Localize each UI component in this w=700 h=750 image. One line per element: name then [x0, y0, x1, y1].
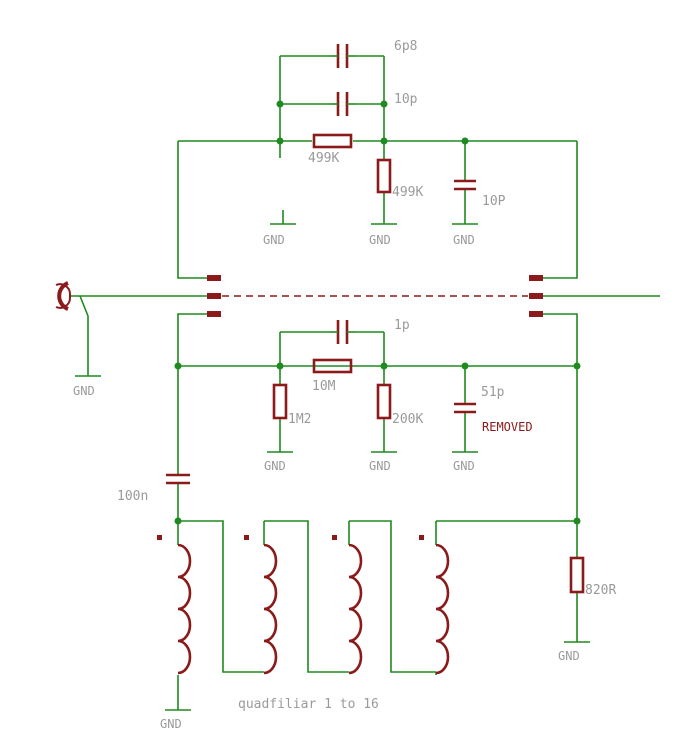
label-6p8: 6p8: [394, 39, 417, 54]
gnd-label: GND: [369, 459, 391, 473]
label-10p-right: 10P: [482, 194, 506, 209]
gnd-label: GND: [453, 233, 475, 247]
resistor-1m2: [272, 383, 288, 420]
label-1m2: 1M2: [288, 412, 311, 427]
label-10p-top: 10p: [394, 92, 418, 107]
transformer-winding-4: [419, 535, 450, 675]
transformer-winding-3: [332, 535, 363, 675]
switch-left-contacts: [207, 275, 221, 317]
label-1p: 1p: [394, 318, 410, 333]
label-820r: 820R: [585, 583, 616, 598]
gnd-label: GND: [160, 717, 182, 731]
capacitor-1p: [330, 320, 355, 344]
label-200k: 200K: [392, 412, 423, 427]
capacitor-100n: [166, 473, 190, 485]
gnd-label: GND: [73, 384, 95, 398]
label-removed: REMOVED: [482, 420, 533, 434]
gnd-label: GND: [263, 233, 285, 247]
transformer-winding-1: [157, 535, 192, 675]
label-100n: 100n: [117, 489, 148, 504]
input-jack-icon: [55, 281, 71, 311]
resistor-820r: [569, 556, 585, 594]
gnd-label: GND: [558, 649, 580, 663]
label-51p: 51p: [481, 385, 505, 400]
resistor-10m: [312, 358, 353, 374]
capacitor-6p8: [330, 44, 355, 68]
resistor-499k-horizontal: [312, 133, 353, 149]
switch-right-contacts: [529, 275, 543, 317]
label-10m: 10M: [312, 379, 336, 394]
junctions: [174, 100, 581, 525]
resistor-499k-vertical: [376, 158, 392, 194]
resistor-200k: [376, 383, 392, 420]
transformer-caption: quadfiliar 1 to 16: [238, 697, 379, 712]
label-499k-vertical: 499K: [392, 185, 423, 200]
capacitor-10p-right: [454, 179, 476, 191]
gnd-label: GND: [264, 459, 286, 473]
capacitor-10p-top: [330, 92, 355, 116]
label-499k-horizontal: 499K: [308, 151, 339, 166]
wires: [70, 55, 660, 711]
gnd-label: GND: [369, 233, 391, 247]
transformer-winding-2: [244, 535, 278, 675]
capacitor-51p: [454, 402, 476, 414]
gnd-label: GND: [453, 459, 475, 473]
